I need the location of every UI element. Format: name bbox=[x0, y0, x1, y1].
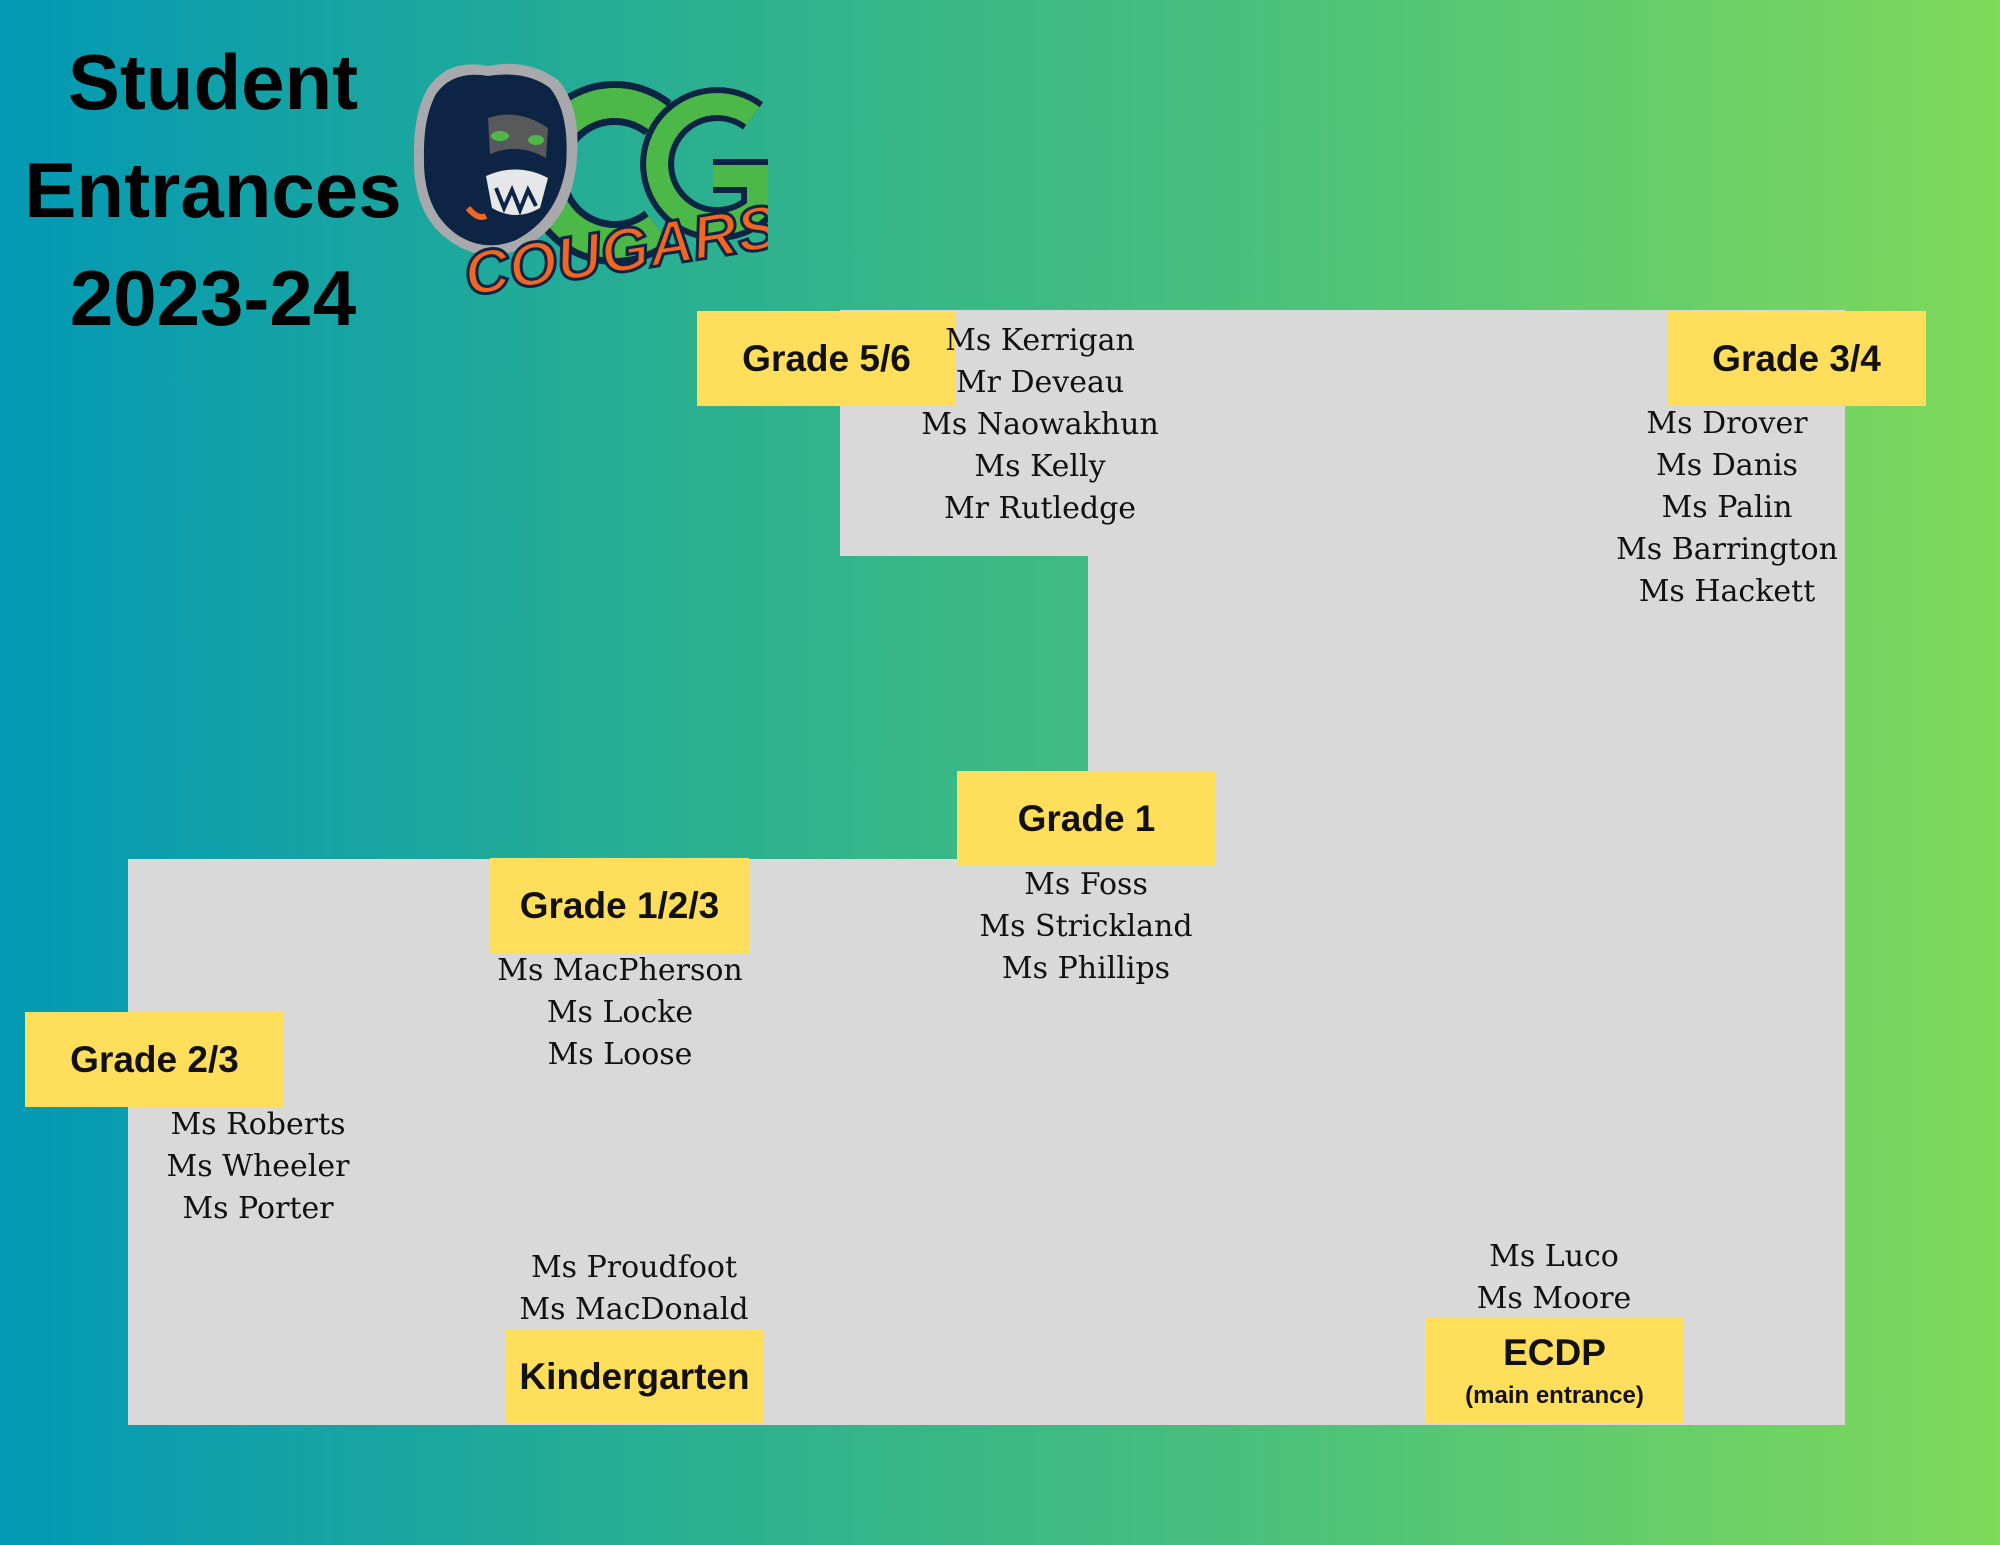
label-subtext: (main entrance) bbox=[1465, 1381, 1644, 1409]
entrance-label-grade-3-4: Grade 3/4 bbox=[1667, 311, 1926, 406]
teacher-name: Ms Drover bbox=[1646, 406, 1808, 441]
teacher-list-grade-5-6: Ms Kerrigan Mr Deveau Ms Naowakhun Ms Ke… bbox=[880, 320, 1200, 530]
teacher-name: Ms Wheeler bbox=[166, 1149, 350, 1184]
teacher-list-grade-2-3: Ms Roberts Ms Wheeler Ms Porter bbox=[98, 1104, 418, 1230]
entrance-label-ecdp: ECDP (main entrance) bbox=[1425, 1317, 1684, 1424]
teacher-name: Mr Rutledge bbox=[943, 491, 1137, 526]
teacher-name: Ms Danis bbox=[1656, 448, 1798, 483]
teacher-name: Ms Loose bbox=[547, 1037, 693, 1072]
title-line-3: 2023-24 bbox=[69, 254, 357, 342]
teacher-list-ecdp: Ms Luco Ms Moore bbox=[1394, 1236, 1714, 1320]
teacher-list-kindergarten: Ms Proudfoot Ms MacDonald bbox=[474, 1247, 794, 1331]
teacher-name: Ms MacDonald bbox=[519, 1292, 749, 1327]
teacher-name: Ms Palin bbox=[1661, 490, 1793, 525]
teacher-name: Ms Barrington bbox=[1616, 532, 1838, 567]
entrance-label-grade-2-3: Grade 2/3 bbox=[25, 1012, 284, 1107]
teacher-name: Ms Naowakhun bbox=[921, 407, 1159, 442]
entrance-label-grade-1-2-3: Grade 1/2/3 bbox=[490, 858, 749, 953]
teacher-name: Ms Roberts bbox=[170, 1107, 346, 1142]
teacher-name: Ms Phillips bbox=[1001, 951, 1171, 986]
teacher-name: Ms MacPherson bbox=[497, 953, 743, 988]
entrance-label-grade-1: Grade 1 bbox=[957, 771, 1216, 866]
teacher-name: Ms Foss bbox=[1024, 867, 1148, 902]
label-text: Grade 1 bbox=[1017, 797, 1156, 839]
label-text: Grade 1/2/3 bbox=[519, 884, 720, 926]
teacher-name: Ms Strickland bbox=[979, 909, 1193, 944]
teacher-list-grade-1-2-3: Ms MacPherson Ms Locke Ms Loose bbox=[460, 950, 780, 1076]
label-text: Grade 3/4 bbox=[1712, 337, 1881, 379]
title-line-2: Entrances bbox=[24, 146, 402, 234]
teacher-name: Ms Kelly bbox=[974, 449, 1106, 484]
teacher-name: Ms Hackett bbox=[1638, 574, 1816, 609]
entrance-label-grade-5-6: Grade 5/6 bbox=[697, 311, 956, 406]
teacher-name: Ms Moore bbox=[1476, 1281, 1632, 1316]
teacher-name: Ms Luco bbox=[1489, 1239, 1619, 1274]
label-text: Grade 5/6 bbox=[742, 337, 911, 379]
teacher-list-grade-3-4: Ms Drover Ms Danis Ms Palin Ms Barringto… bbox=[1567, 403, 1887, 613]
cougars-logo: COUGARS bbox=[413, 63, 768, 311]
teacher-name: Mr Deveau bbox=[955, 365, 1125, 400]
page-title: Student Entrances 2023-24 bbox=[18, 28, 408, 352]
label-text: Grade 2/3 bbox=[70, 1038, 239, 1080]
title-line-1: Student bbox=[67, 38, 359, 126]
teacher-list-grade-1: Ms Foss Ms Strickland Ms Phillips bbox=[926, 864, 1246, 990]
cougar-head-icon bbox=[413, 63, 578, 256]
entrance-label-kindergarten: Kindergarten bbox=[505, 1329, 764, 1424]
teacher-name: Ms Proudfoot bbox=[530, 1250, 738, 1285]
teacher-name: Ms Locke bbox=[546, 995, 694, 1030]
label-text: ECDP bbox=[1503, 1331, 1606, 1373]
teacher-name: Ms Porter bbox=[182, 1191, 334, 1226]
label-text: Kindergarten bbox=[519, 1355, 750, 1397]
teacher-name: Ms Kerrigan bbox=[945, 323, 1135, 358]
